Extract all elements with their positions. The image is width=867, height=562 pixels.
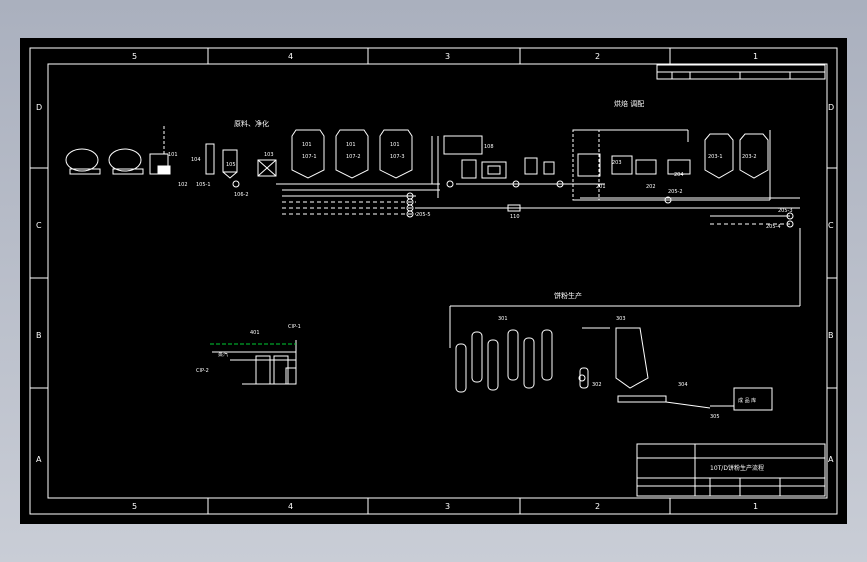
section-blend-title: 烘焙 调配 [614,99,644,108]
row-letter-c-right: C [828,221,834,230]
drawing-sheet: 5 4 3 2 1 5 4 3 2 1 D C B A D C B A 原料、净… [20,38,847,524]
label-cip-1: CIP-1 [288,324,301,330]
outer-border [29,47,838,515]
row-letter-d-right: D [828,103,834,112]
col-number-5: 5 [132,52,137,61]
section-bottom-title: 饼粉生产 [554,291,582,300]
dryer-columns-301 [455,329,553,393]
row-letter-d: D [36,103,42,112]
section-upper-title: 原料、净化 [234,119,269,128]
conveyor-304 [617,395,667,403]
title-block-title: 10T/D饼粉生产流程 [710,464,764,472]
title-block [636,443,826,497]
tank-203-1 [704,133,734,179]
tank-203-2 [739,133,769,179]
label-203-1: 203-1 [708,154,723,160]
label-110: 110 [510,214,520,220]
label-tank-1: 101 [302,142,312,148]
label-tank-tag-2: 107-2 [346,154,361,160]
unit-106 [257,159,277,177]
row-letter-a: A [36,455,42,464]
label-201: 201 [596,184,606,190]
silo-1 [65,148,99,172]
label-401: 401 [250,330,260,336]
col-number-3: 3 [445,52,450,61]
vessel-109 [524,157,538,175]
label-203-2: 203-2 [742,154,757,160]
label-105-1: 105-1 [196,182,211,188]
label-204: 204 [674,172,684,178]
label-103: 103 [264,152,274,158]
col-number-1: 1 [753,52,758,61]
vessel-105 [222,149,238,173]
label-302: 302 [592,382,602,388]
row-letter-b-right: B [828,331,834,340]
label-203: 203 [612,160,622,166]
label-301: 301 [498,316,508,322]
row-letter-a-right: A [828,455,834,464]
vessel-107 [461,159,477,179]
label-305: 305 [710,414,720,420]
col-number-2-bottom: 2 [595,502,600,511]
mixer-201 [577,153,601,177]
label-108: 108 [484,144,494,150]
cip-unit-401 [212,340,297,385]
label-202: 202 [646,184,656,190]
label-205-3: 205-3 [778,208,793,214]
label-101: 101 [168,152,178,158]
label-205-4: 205-4 [766,224,781,230]
col-number-2: 2 [595,52,600,61]
storage-tanks [291,129,413,179]
label-tank-tag-1: 107-1 [302,154,317,160]
label-205-5: 205-5 [416,212,431,218]
finished-warehouse [733,387,773,411]
unit-108 [481,161,507,179]
label-303: 303 [616,316,626,322]
label-tank-3: 101 [390,142,400,148]
label-105: 105 [226,162,236,168]
row-letter-b: B [36,331,42,340]
label-304: 304 [678,382,688,388]
label-warehouse: 成 品 库 [738,397,756,404]
label-205-2: 205-2 [668,189,683,195]
label-104: 104 [191,157,201,163]
row-letter-c: C [36,221,42,230]
label-106-2: 106-2 [234,192,249,198]
col-number-4: 4 [288,52,293,61]
inner-border [47,63,828,499]
unit-204 [667,159,691,175]
col-number-4-bottom: 4 [288,502,293,511]
col-number-5-bottom: 5 [132,502,137,511]
label-steam: 蒸汽 [218,351,228,358]
spray-tower-303 [615,327,649,389]
label-cip-2: CIP-2 [196,368,209,374]
col-number-3-bottom: 3 [445,502,450,511]
label-tank-tag-3: 107-3 [390,154,405,160]
filter-110 [507,204,521,212]
silo-2 [108,148,142,172]
col-number-1-bottom: 1 [753,502,758,511]
unit-202 [635,159,657,175]
label-tank-2: 101 [346,142,356,148]
elevator-104 [205,143,215,175]
process-flow-diagram: 5 4 3 2 1 5 4 3 2 1 D C B A D C B A 原料、净… [29,47,838,515]
vessel-302 [579,367,589,389]
label-102: 102 [178,182,188,188]
